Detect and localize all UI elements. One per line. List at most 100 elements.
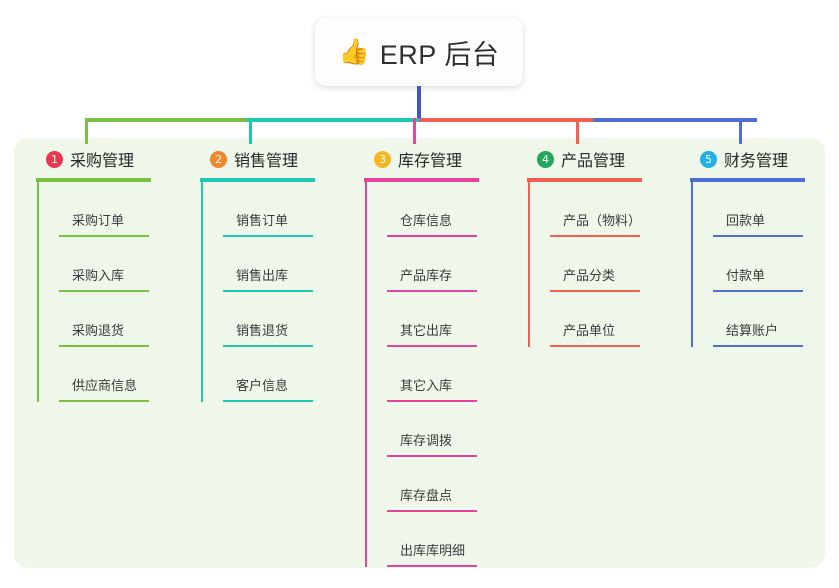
leaf-node-rule bbox=[59, 345, 149, 347]
leaf-node[interactable]: 供应商信息 bbox=[59, 347, 151, 402]
leaf-node[interactable]: 产品分类 bbox=[550, 237, 642, 292]
connector-stub-1 bbox=[85, 118, 88, 144]
leaf-node-label: 产品库存 bbox=[400, 268, 453, 283]
connector-segment-2 bbox=[247, 118, 419, 122]
connector-stub-4 bbox=[576, 118, 579, 144]
leaf-node[interactable]: 结算账户 bbox=[713, 292, 805, 347]
leaf-node[interactable]: 销售出库 bbox=[223, 237, 315, 292]
branch-spine bbox=[691, 182, 693, 347]
leaf-node-label: 结算账户 bbox=[726, 323, 779, 338]
leaf-node[interactable]: 回款单 bbox=[713, 182, 805, 237]
leaf-node-label: 其它入库 bbox=[400, 378, 453, 393]
leaf-node[interactable]: 产品库存 bbox=[387, 237, 479, 292]
leaf-node-label: 销售退货 bbox=[236, 323, 289, 338]
leaf-node[interactable]: 采购订单 bbox=[59, 182, 151, 237]
leaf-node-label: 库存调拨 bbox=[400, 433, 453, 448]
leaf-node-rule bbox=[387, 235, 477, 237]
branch-spine bbox=[528, 182, 530, 347]
leaf-node-rule bbox=[550, 235, 640, 237]
branch-leaf-list: 采购订单采购入库采购退货供应商信息 bbox=[37, 182, 151, 402]
branch-index-badge: 1 bbox=[46, 150, 63, 168]
branch-index-badge: 5 bbox=[700, 150, 717, 168]
leaf-node-rule bbox=[387, 455, 477, 457]
branch-header-1[interactable]: 1 采购管理 bbox=[36, 146, 151, 172]
leaf-node[interactable]: 其它入库 bbox=[387, 347, 479, 402]
branch-title: 产品管理 bbox=[561, 153, 626, 170]
leaf-node-rule bbox=[59, 290, 149, 292]
branch-leaf-list: 产品（物料） 产品分类产品单位 bbox=[528, 182, 642, 347]
leaf-node-label: 供应商信息 bbox=[72, 378, 138, 393]
leaf-node-rule bbox=[550, 290, 640, 292]
connector-segment-1 bbox=[85, 118, 247, 122]
branch-spine bbox=[37, 182, 39, 402]
leaf-node-rule bbox=[387, 565, 477, 567]
leaf-node[interactable]: 产品单位 bbox=[550, 292, 642, 347]
leaf-node-rule bbox=[550, 345, 640, 347]
branch-leaf-list: 回款单付款单结算账户 bbox=[691, 182, 805, 347]
leaf-node[interactable]: 产品（物料） bbox=[550, 182, 642, 237]
leaf-node-rule bbox=[223, 345, 313, 347]
branch-column-4: 4 产品管理产品（物料） 产品分类产品单位 bbox=[527, 146, 642, 347]
leaf-node[interactable]: 仓库信息 bbox=[387, 182, 479, 237]
leaf-node[interactable]: 付款单 bbox=[713, 237, 805, 292]
leaf-node-label: 采购退货 bbox=[72, 323, 125, 338]
thumbs-up-icon: 👍 bbox=[338, 37, 370, 66]
leaf-node-rule bbox=[223, 400, 313, 402]
leaf-node-rule bbox=[223, 235, 313, 237]
branch-index-badge: 2 bbox=[210, 150, 227, 168]
branch-spine bbox=[201, 182, 203, 402]
leaf-node-rule bbox=[223, 290, 313, 292]
leaf-node-rule bbox=[387, 290, 477, 292]
leaf-node[interactable]: 客户信息 bbox=[223, 347, 315, 402]
branch-header-rule bbox=[36, 178, 151, 182]
leaf-node-label: 产品（物料） bbox=[563, 213, 642, 228]
leaf-node[interactable]: 库存调拨 bbox=[387, 402, 479, 457]
leaf-node-rule bbox=[713, 235, 803, 237]
leaf-node-label: 采购入库 bbox=[72, 268, 125, 283]
leaf-node-rule bbox=[387, 345, 477, 347]
connector-stub-2 bbox=[249, 118, 252, 144]
leaf-node[interactable]: 出库库明细 bbox=[387, 512, 479, 567]
branch-leaf-list: 销售订单销售出库销售退货客户信息 bbox=[201, 182, 315, 402]
branch-leaf-list: 仓库信息产品库存其它出库其它入库库存调拨库存盘点出库库明细 bbox=[365, 182, 479, 567]
branch-index-badge: 4 bbox=[537, 150, 554, 168]
leaf-node-label: 产品分类 bbox=[563, 268, 616, 283]
leaf-node-rule bbox=[387, 400, 477, 402]
leaf-node-label: 销售出库 bbox=[236, 268, 289, 283]
leaf-node[interactable]: 采购入库 bbox=[59, 237, 151, 292]
leaf-node-rule bbox=[59, 235, 149, 237]
leaf-node[interactable]: 库存盘点 bbox=[387, 457, 479, 512]
leaf-node-label: 库存盘点 bbox=[400, 488, 453, 503]
branch-header-rule bbox=[527, 178, 642, 182]
branch-title: 采购管理 bbox=[70, 153, 135, 170]
root-node-card[interactable]: 👍 ERP 后台 bbox=[315, 18, 523, 86]
leaf-node-label: 回款单 bbox=[726, 213, 766, 228]
connector-stub-5 bbox=[739, 118, 742, 144]
branch-title: 库存管理 bbox=[398, 153, 463, 170]
leaf-node-label: 采购订单 bbox=[72, 213, 125, 228]
connector-segment-3 bbox=[419, 118, 421, 122]
leaf-node-rule bbox=[387, 510, 477, 512]
leaf-node-label: 客户信息 bbox=[236, 378, 289, 393]
branch-header-4[interactable]: 4 产品管理 bbox=[527, 146, 642, 172]
branch-header-rule bbox=[690, 178, 805, 182]
leaf-node[interactable]: 销售退货 bbox=[223, 292, 315, 347]
root-connector-line bbox=[417, 86, 421, 122]
connector-segment-4 bbox=[421, 118, 593, 122]
connector-stub-3 bbox=[413, 118, 416, 144]
leaf-node[interactable]: 采购退货 bbox=[59, 292, 151, 347]
leaf-node-rule bbox=[59, 400, 149, 402]
leaf-node-label: 销售订单 bbox=[236, 213, 289, 228]
branch-spine bbox=[365, 182, 367, 567]
branch-column-1: 1 采购管理采购订单采购入库采购退货供应商信息 bbox=[36, 146, 151, 402]
leaf-node-label: 付款单 bbox=[726, 268, 766, 283]
leaf-node-rule bbox=[713, 345, 803, 347]
diagram-panel bbox=[14, 138, 825, 568]
leaf-node[interactable]: 其它出库 bbox=[387, 292, 479, 347]
leaf-node[interactable]: 销售订单 bbox=[223, 182, 315, 237]
